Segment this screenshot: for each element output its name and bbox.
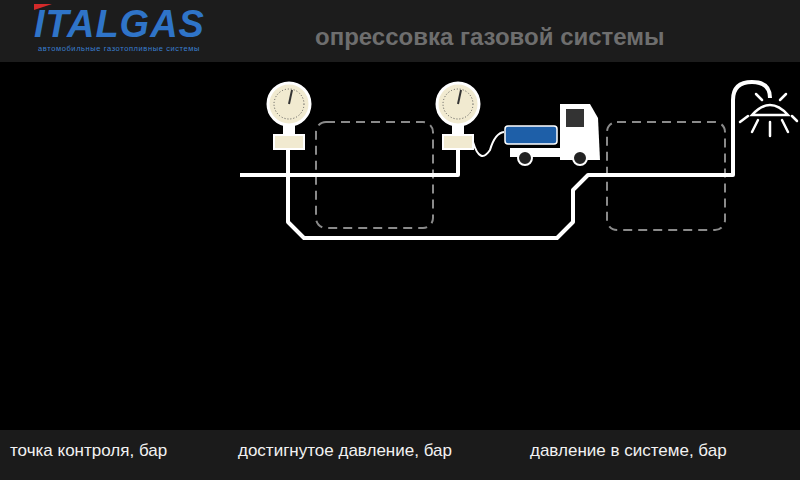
ray [792, 116, 797, 121]
footer-label: точка контроля, бар [10, 440, 167, 462]
hose [473, 132, 504, 156]
ray [782, 120, 788, 132]
truck-window [566, 109, 584, 127]
gas-tank [505, 126, 557, 144]
gauge-neck [452, 125, 464, 135]
gas-flame [740, 94, 797, 136]
pressure-gauge [268, 83, 310, 149]
burner-cap [752, 105, 788, 115]
truck [505, 104, 600, 165]
ray [756, 94, 762, 100]
footer-label: давление в системе, бар [530, 440, 727, 462]
wheel [573, 151, 587, 165]
pipe [240, 150, 458, 175]
brand-tagline: автомобильные газотопливные системы [38, 44, 200, 53]
gauge-base [443, 135, 473, 149]
ray [752, 120, 758, 132]
gauge-needle [458, 90, 461, 104]
wheel [518, 151, 532, 165]
gauge-dial [268, 83, 310, 125]
ray [769, 122, 772, 136]
brand-logo: ITALGAS [34, 4, 205, 44]
pressure-gauge [437, 83, 479, 149]
footer-label: достигнутое давление, бар [238, 440, 452, 462]
gauge-scale [443, 89, 473, 119]
ray [780, 94, 786, 100]
gauge-needle [289, 90, 292, 104]
pipeline [240, 82, 770, 238]
page-title: опрессовка газовой системы [315, 22, 665, 52]
gauge-neck [283, 125, 295, 135]
pipe [288, 82, 770, 238]
gauge-base [274, 135, 304, 149]
gauge-dial [437, 83, 479, 125]
gauge-scale [274, 89, 304, 119]
ray [740, 116, 748, 122]
